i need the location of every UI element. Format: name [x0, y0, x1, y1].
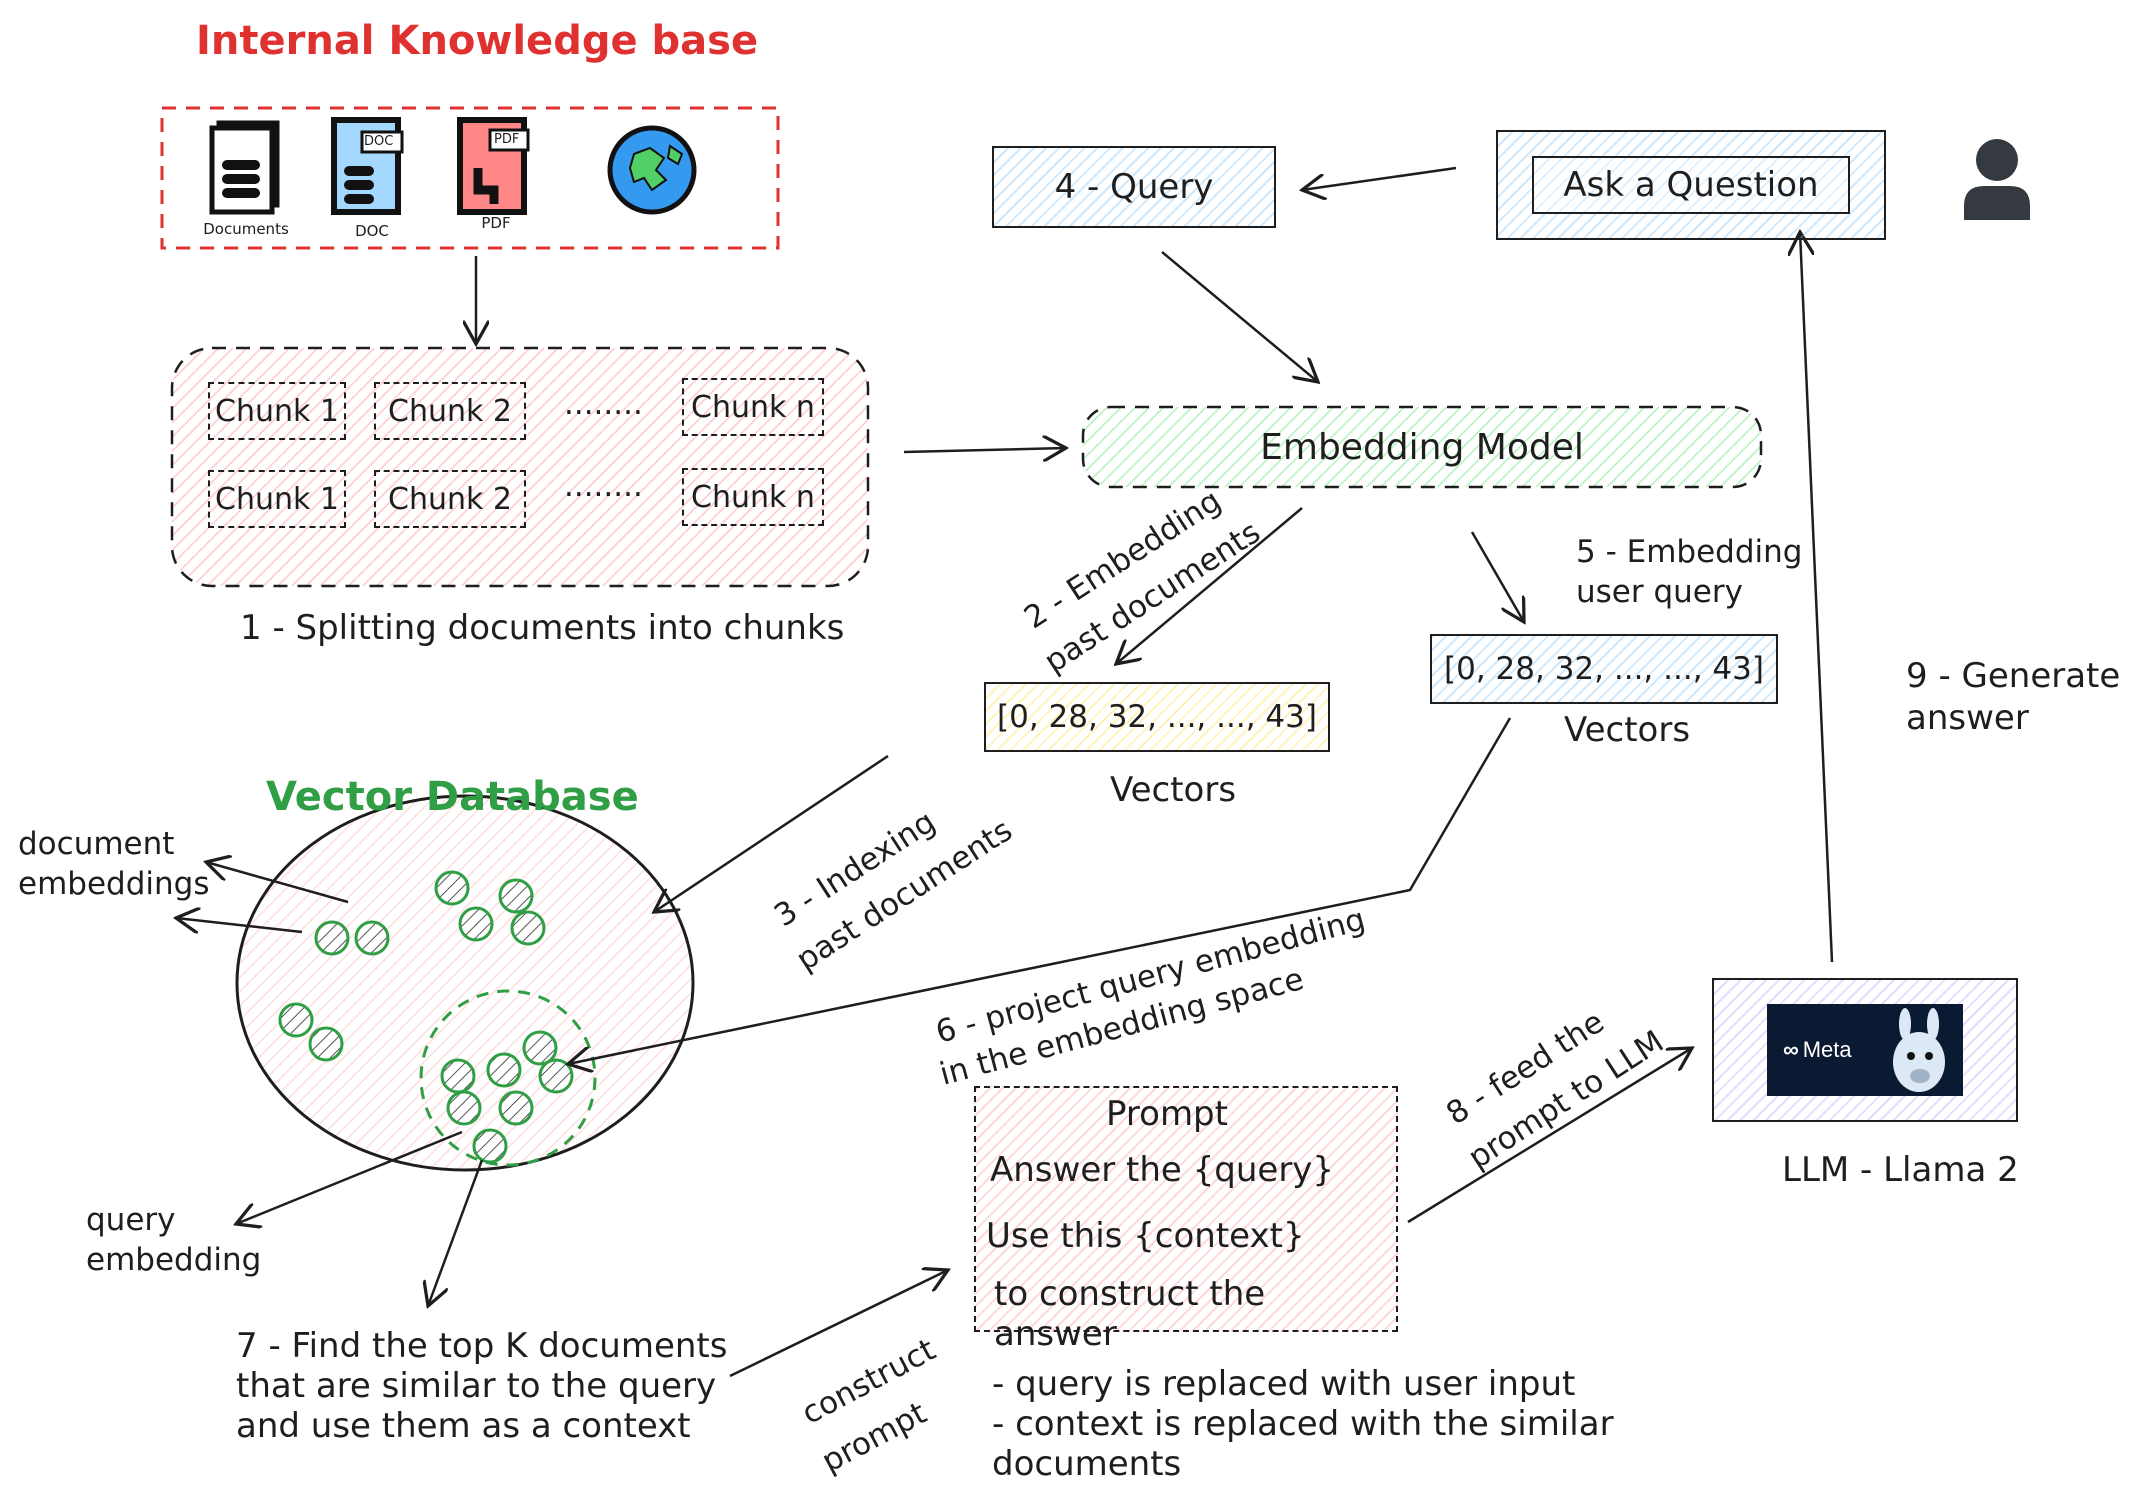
step9-line1: 9 - Generate	[1906, 656, 2121, 696]
prompt-box: Prompt Answer the {query} Use this {cont…	[974, 1086, 1398, 1354]
step5-line2: user query	[1576, 574, 1743, 610]
query-label: 4 - Query	[1054, 167, 1214, 207]
arrow-query-embedding	[236, 1130, 463, 1224]
vectors-query-values: [0, 28, 32, ..., ..., 43]	[1444, 651, 1764, 687]
knowledge-base-title: Internal Knowledge base	[196, 18, 759, 64]
llm-caption: LLM - Llama 2	[1782, 1150, 2019, 1190]
query-embedding-line1: query	[86, 1202, 176, 1238]
ask-question-box[interactable]: Ask a Question	[1496, 130, 1886, 240]
chunk-ellipsis-r2: ........	[564, 468, 643, 504]
user-icon	[1962, 136, 2032, 220]
chunk-r1-1: Chunk 1	[208, 382, 346, 440]
vectors-docs-values: [0, 28, 32, ..., ..., 43]	[997, 699, 1317, 735]
embedding-model-label: Embedding Model	[1260, 426, 1584, 468]
chunk-r1-n: Chunk n	[682, 378, 824, 436]
meta-logo-text: Meta	[1802, 1037, 1852, 1062]
vectors-query-box: [0, 28, 32, ..., ..., 43]	[1430, 634, 1778, 704]
chunk-r1-2: Chunk 2	[374, 382, 526, 440]
chunk-r2-1: Chunk 1	[208, 470, 346, 528]
arrow-chunks-to-embedding	[903, 448, 1066, 452]
pdf-file-icon	[456, 114, 536, 218]
step5-line1: 5 - Embedding	[1576, 534, 1803, 570]
prompt-title: Prompt	[1106, 1094, 1228, 1134]
ask-question-button[interactable]: Ask a Question	[1532, 156, 1850, 214]
doc-embeddings-line1: document	[18, 826, 175, 862]
arrow-doc-embeddings-1	[206, 862, 349, 904]
vector-db-title: Vector Database	[266, 774, 639, 820]
query-box: 4 - Query	[992, 146, 1276, 228]
knowledge-base-frame	[160, 106, 780, 250]
step7-line3: and use them as a context	[236, 1406, 691, 1446]
arrow-embedding-to-vectors-query	[1470, 531, 1524, 622]
step9-line2: answer	[1906, 698, 2029, 738]
prompt-line1: Answer the {query}	[990, 1150, 1335, 1190]
globe-icon	[604, 124, 702, 218]
documents-icon	[206, 118, 286, 218]
doc-file-icon	[330, 114, 410, 218]
doc-embeddings-line2: embeddings	[18, 866, 210, 902]
arrow-find-topk	[428, 1159, 484, 1306]
vector-db-circle	[235, 794, 695, 1172]
notes-line2: - context is replaced with the similar	[992, 1404, 1614, 1444]
pdf-badge: PDF	[494, 132, 520, 147]
arrow-ask-to-query	[1302, 166, 1457, 190]
query-embedding-line2: embedding	[86, 1242, 262, 1278]
doc-badge: DOC	[364, 134, 394, 149]
meta-infinity-icon: ∞	[1783, 1037, 1799, 1062]
arrow-llm-to-ask	[1800, 232, 1834, 963]
step7-line2: that are similar to the query	[236, 1366, 717, 1406]
llama-icon	[1893, 1008, 1945, 1092]
ask-question-label: Ask a Question	[1563, 165, 1819, 205]
arrow-prompt-to-llm	[1407, 1048, 1692, 1224]
vectors-query-caption: Vectors	[1564, 710, 1691, 750]
chunk-ellipsis-r1: ........	[564, 386, 643, 422]
embedding-dots	[278, 870, 574, 1164]
arrow-query-vector-to-db	[568, 717, 1512, 1064]
llm-box: ∞ Meta	[1712, 978, 2018, 1122]
arrow-construct-prompt	[729, 1270, 948, 1378]
step7-line1: 7 - Find the top K documents	[236, 1326, 728, 1366]
doc-icon-label: DOC	[355, 222, 389, 240]
llama-logo: ∞ Meta	[1767, 1004, 1963, 1096]
chunks-caption: 1 - Splitting documents into chunks	[240, 608, 845, 648]
arrow-vectors-to-db	[654, 754, 889, 912]
notes-line1: - query is replaced with user input	[992, 1364, 1576, 1404]
documents-icon-label: Documents	[203, 220, 289, 238]
prompt-line3: to construct the answer	[994, 1274, 1266, 1354]
embedding-model-frame	[1081, 405, 1763, 489]
query-neighborhood	[419, 989, 597, 1167]
prompt-line2: Use this {context}	[986, 1216, 1305, 1256]
arrow-embedding-to-vectors-docs	[1116, 507, 1303, 664]
chunk-r2-2: Chunk 2	[374, 470, 526, 528]
arrow-doc-embeddings-2	[176, 918, 303, 932]
chunk-r2-n: Chunk n	[682, 468, 824, 526]
pdf-icon-label: PDF	[481, 214, 511, 232]
notes-line3: documents	[992, 1444, 1182, 1484]
vectors-docs-caption: Vectors	[1110, 770, 1237, 810]
arrow-query-to-embedding	[1161, 251, 1318, 382]
chunks-container	[170, 346, 870, 588]
vectors-docs-box: [0, 28, 32, ..., ..., 43]	[984, 682, 1330, 752]
